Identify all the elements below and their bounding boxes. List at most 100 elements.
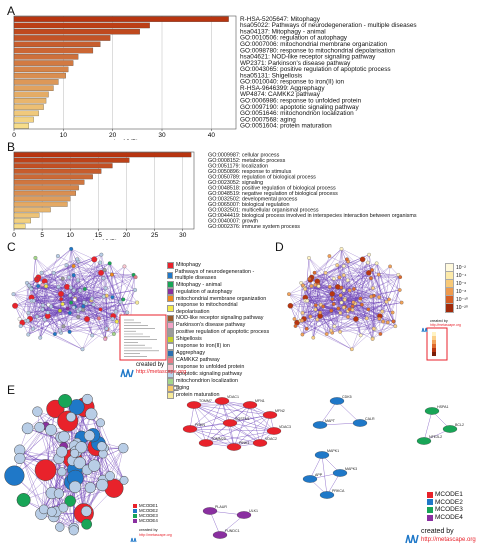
network-edge [333,278,361,301]
network-edge [60,293,117,322]
legend-swatch [427,491,433,498]
legend-c-item: aging [167,384,271,392]
bar-b-2 [13,163,113,169]
network-node [68,399,85,415]
f-node [302,475,318,483]
network-edge [103,276,136,279]
bar-a-7 [13,60,74,66]
network-edge [376,263,390,300]
network-edge [53,272,70,332]
network-edge [83,446,102,514]
network-node [45,310,50,315]
legend-swatch [133,508,137,513]
credit-f-link[interactable]: http://metascape.org [421,537,476,543]
legend-label: aging [176,385,190,392]
network-edge [69,328,107,333]
network-edge [361,301,387,305]
network-node [17,317,22,321]
network-node [78,307,82,312]
network-node [374,261,379,266]
bar-label-b-4: GO:0050789: regulation of biological pro… [208,174,316,180]
network-edge [112,318,115,334]
network-node [338,311,343,315]
network-edge [189,404,251,430]
network-node [119,475,129,485]
bar-label-a-4: GO:0007006: mitochondrial membrane organ… [240,41,388,48]
network-node [337,275,342,280]
network-node [83,430,95,442]
bar-label-b-11: GO:0044419: biological process involved … [208,213,417,219]
f-node-label: MAPT [325,419,336,423]
network-edge [341,287,355,290]
f-node-label: MFN1 [255,399,265,403]
f-node-label: VDAC2 [265,437,277,441]
network-edge [333,248,342,305]
network-node [102,268,107,272]
panel-label-d: D [275,240,284,254]
network-edge [73,275,136,278]
network-node [350,304,355,309]
network-edge [28,310,79,335]
panel-label-a: A [7,4,16,18]
tick-label: 0 [12,132,16,139]
network-edge [105,263,110,289]
tick-label: 0 [12,232,16,239]
network-node [65,306,70,311]
network-node [42,317,47,322]
bar-label-a-17: GO:0051604: protein maturation [240,123,332,130]
network-node [31,298,36,303]
tick-label: 20 [123,232,131,239]
network-edge [69,321,117,333]
network-edge [340,295,360,301]
inset-box-c [119,314,167,361]
bar-label-a-16: GO:0007568: aging [240,116,296,123]
network-node [104,326,109,331]
credit-d-link[interactable]: http://metascape.org [430,323,461,327]
f-node [319,491,335,499]
network-edge [93,304,114,335]
credit-e: created by http://metascape.org [130,527,172,542]
f-node-label: BCL2 [455,423,464,427]
tick-label: 10 [60,132,68,139]
network-node [313,303,318,308]
x-axis-label: -log10(P) [112,139,139,140]
network-node [287,292,291,296]
network-edge [209,510,221,536]
network-edge [229,422,261,444]
network-node [25,318,30,323]
network-edge [83,302,138,311]
network-node [29,287,34,292]
network-node [327,284,332,289]
network-node [346,315,350,319]
inset-box-d [426,327,448,361]
network-node [135,300,140,305]
f-node [214,397,230,405]
plot-frame [13,151,195,230]
f-node-label: CALR [365,417,375,421]
network-node [56,446,68,458]
network-node [55,522,65,532]
network-node [329,291,336,297]
network-node [398,275,403,279]
network-node [331,276,336,281]
network-node [339,285,344,290]
bar-label-a-11: R-HSA-9646399: Aggrephagy [240,85,325,92]
network-node [68,285,73,290]
legend-item: MCODE1 [427,491,463,499]
f-node [222,419,238,427]
credit-e-link[interactable]: http://metascape.org [139,532,172,537]
legend-c-item: response to iron(II) ion [167,342,271,350]
network-edge [62,278,92,301]
bar-label-b-9: GO:0065007: biological regulation [208,202,290,208]
network-node [71,305,76,310]
tick-label: 25 [151,232,159,239]
network-edge [360,299,390,336]
network-node [49,304,54,309]
credit-c-link[interactable]: http://metascape.org [136,369,187,375]
network-node [105,471,115,481]
bar-a-1 [13,22,150,29]
network-edge [111,274,117,322]
network-node [118,299,123,304]
